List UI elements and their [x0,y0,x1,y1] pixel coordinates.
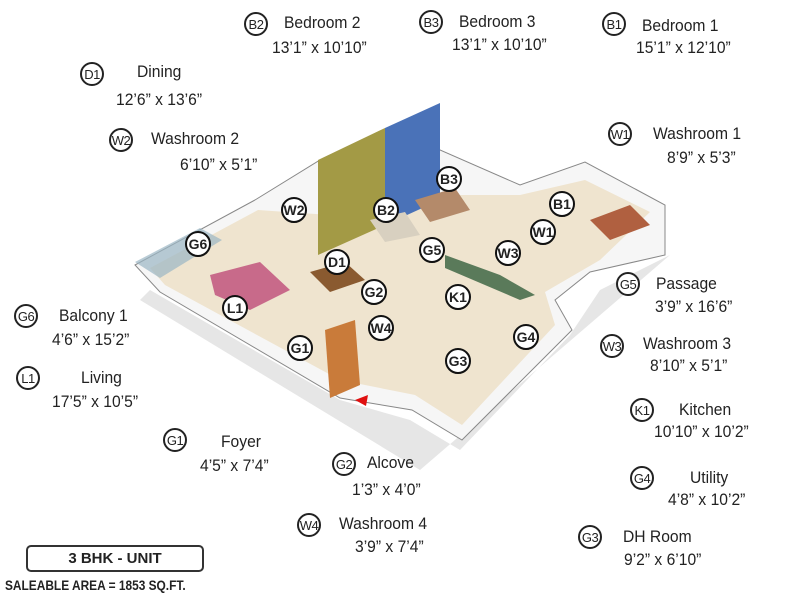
legend-badge-b2: B2 [244,12,268,36]
entry-arrow-icon [355,395,368,406]
saleable-area-label: SALEABLE AREA = 1853 SQ.FT. [5,577,186,593]
legend-dims-d1: 12’6” x 13’6” [116,90,203,109]
plan-marker-g5: G5 [419,237,445,263]
legend-badge-w2: W2 [109,128,133,152]
legend-dims-l1: 17’5” x 10’5” [52,392,139,411]
plan-marker-g4: G4 [513,324,539,350]
blue-accent-wall [385,103,440,225]
legend-badge-k1: K1 [630,398,654,422]
legend-dims-w3: 8’10” x 5’1” [650,356,728,375]
plan-marker-l1: L1 [222,295,248,321]
legend-dims-b3: 13’1” x 10’10” [452,35,547,54]
legend-dims-w2: 6’10” x 5’1” [180,155,258,174]
plan-marker-g6: G6 [185,231,211,257]
plan-floor [150,180,650,425]
legend-dims-w1: 8’9” x 5’3” [667,148,736,167]
bedroom3-bed [415,188,470,222]
plan-marker-k1: K1 [445,284,471,310]
kitchen-counter [445,255,535,300]
legend-name-w3: Washroom 3 [643,334,732,353]
plan-marker-w1: W1 [530,219,556,245]
legend-badge-g3: G3 [578,525,602,549]
entry-door [325,320,360,398]
plan-marker-g1: G1 [287,335,313,361]
legend-name-g4: Utility [690,468,729,487]
legend-dims-g5: 3’9” x 16’6” [655,297,733,316]
legend-name-g5: Passage [656,274,717,293]
plan-marker-b1: B1 [549,191,575,217]
legend-dims-w4: 3’9” x 7’4” [355,537,424,556]
legend-badge-g1: G1 [163,428,187,452]
legend-name-g1: Foyer [221,432,261,451]
legend-name-b2: Bedroom 2 [284,13,361,32]
legend-dims-g2: 1’3” x 4’0” [352,480,421,499]
legend-name-d1: Dining [137,62,182,81]
dining-table [310,262,365,292]
plan-shadow [140,255,670,470]
legend-name-l1: Living [81,368,122,387]
plan-marker-w4: W4 [368,315,394,341]
legend-name-w2: Washroom 2 [151,129,240,148]
legend-dims-b2: 13’1” x 10’10” [272,38,367,57]
legend-name-b1: Bedroom 1 [642,16,719,35]
legend-name-k1: Kitchen [679,400,732,419]
plan-marker-w2: W2 [281,197,307,223]
legend-name-b3: Bedroom 3 [459,12,536,31]
legend-badge-g4: G4 [630,466,654,490]
legend-dims-g3: 9’2” x 6’10” [624,550,702,569]
legend-name-w1: Washroom 1 [653,124,742,143]
legend-badge-l1: L1 [16,366,40,390]
legend-dims-b1: 15’1” x 12’10” [636,38,731,57]
legend-name-w4: Washroom 4 [339,514,428,533]
plan-marker-g2: G2 [361,279,387,305]
legend-badge-b1: B1 [602,12,626,36]
unit-type-label: 3 BHK - UNIT [26,545,204,572]
legend-badge-w4: W4 [297,513,321,537]
olive-accent-wall [318,128,385,255]
legend-dims-g6: 4’6” x 15’2” [52,330,130,349]
legend-badge-g2: G2 [332,452,356,476]
legend-name-g3: DH Room [623,527,692,546]
legend-badge-b3: B3 [419,10,443,34]
legend-name-g2: Alcove [367,453,414,472]
legend-badge-w1: W1 [608,122,632,146]
legend-badge-d1: D1 [80,62,104,86]
plan-marker-b3: B3 [436,166,462,192]
plan-marker-d1: D1 [324,249,350,275]
legend-badge-g5: G5 [616,272,640,296]
legend-dims-g4: 4’8” x 10’2” [668,490,746,509]
plan-marker-g3: G3 [445,348,471,374]
legend-dims-k1: 10’10” x 10’2” [654,422,749,441]
plan-marker-b2: B2 [373,197,399,223]
legend-name-g6: Balcony 1 [59,306,128,325]
legend-badge-g6: G6 [14,304,38,328]
legend-dims-g1: 4’5” x 7’4” [200,456,269,475]
plan-marker-w3: W3 [495,240,521,266]
bedroom-bed [590,205,650,240]
legend-badge-w3: W3 [600,334,624,358]
